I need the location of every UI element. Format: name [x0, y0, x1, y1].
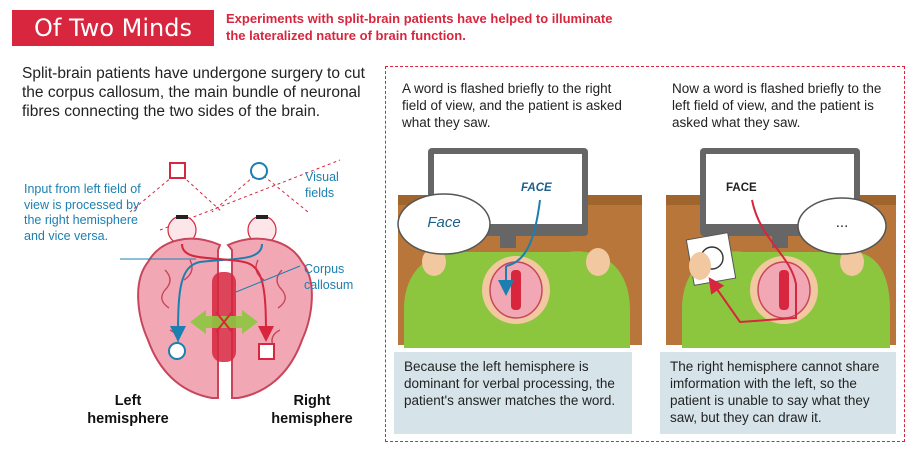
panel-2-screen-word: FACE: [726, 182, 757, 194]
panel-1-caption: Because the left hemisphere is dominant …: [394, 352, 632, 434]
eye-left: [167, 215, 197, 245]
red-pathway: [181, 243, 274, 342]
input-label: Input from left field of view is process…: [24, 182, 141, 243]
page-title: Of Two Minds: [34, 14, 192, 42]
panel-1-speech-text: Face: [427, 214, 461, 231]
panel-1-description: A word is flashed briefly to the right f…: [402, 81, 622, 130]
speech-bubble: [397, 193, 491, 255]
blue-circle-output: [168, 342, 186, 360]
brain-top-view: [137, 237, 313, 399]
speech-bubble: [797, 197, 887, 255]
page-subtitle: Experiments with split-brain patients ha…: [226, 11, 613, 43]
experiment-panels: [385, 66, 905, 442]
blue-pathway: [170, 243, 263, 342]
corpus-callosum-label: Corpus callosum: [304, 262, 354, 292]
left-hemisphere-label: Left hemisphere: [87, 393, 169, 427]
panel-2-caption: The right hemisphere cannot share imform…: [660, 352, 896, 434]
panel-2-description: Now a word is flashed briefly to the lef…: [672, 81, 882, 130]
panel-2-speech-text: ...: [835, 214, 849, 231]
intro-text: Split-brain patients have undergone surg…: [22, 65, 365, 120]
title-banner: Of Two Minds: [12, 10, 214, 46]
blue-circle-stimulus: [250, 162, 268, 180]
panel-1-illustration: [397, 148, 642, 348]
red-square-output: [258, 343, 275, 360]
panel-1-screen-word: FACE: [521, 182, 552, 194]
split-brain-diagram: [120, 159, 341, 399]
visual-fields-label: Visual fields: [305, 170, 339, 200]
red-square-stimulus: [169, 162, 186, 179]
right-hemisphere-label: Right hemisphere: [271, 393, 353, 427]
panel-2-illustration: [666, 148, 896, 348]
